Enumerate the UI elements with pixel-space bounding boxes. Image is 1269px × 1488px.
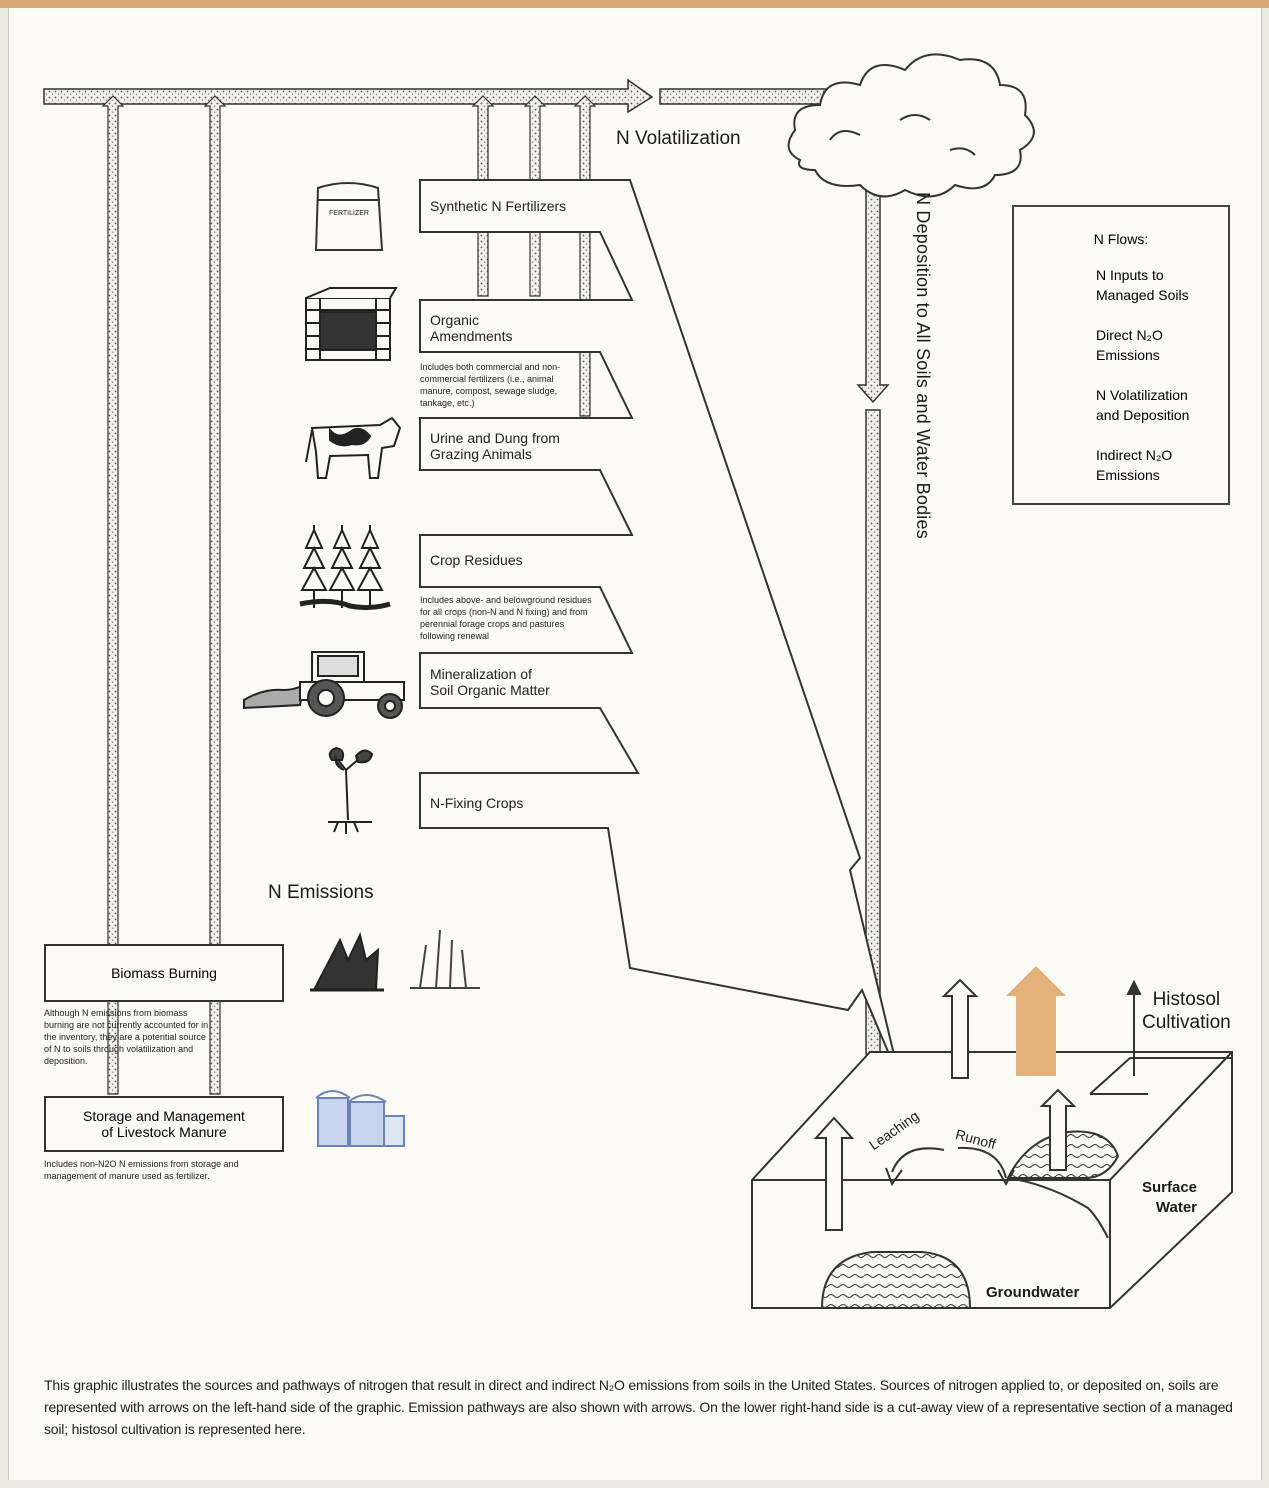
source-synthetic-fertilizers: Synthetic N Fertilizers xyxy=(430,198,567,214)
groundwater-label: Groundwater xyxy=(986,1284,1080,1301)
source-organic-amendments: Organic Amendments xyxy=(430,312,513,344)
source-mineralization: Mineralization of Soil Organic Matter xyxy=(430,666,550,698)
histosol-label: Histosol Cultivation xyxy=(1142,989,1231,1033)
top-border xyxy=(0,0,1269,8)
n-inputs-arrow xyxy=(419,179,901,1081)
direct-emission-arrow xyxy=(1006,966,1066,1076)
burning-vegetation-icon xyxy=(310,932,384,992)
n-volatilization-label: N Volatilization xyxy=(616,128,741,149)
source-urine-dung: Urine and Dung from Grazing Animals xyxy=(430,430,560,462)
legend: N Flows: N Inputs to Managed Soils Direc… xyxy=(1012,205,1230,505)
legend-item-indirect-n2o: Indirect N₂O Emissions xyxy=(1096,447,1173,483)
n-emissions-label: N Emissions xyxy=(268,882,374,903)
legend-item-n-inputs: N Inputs to Managed Soils xyxy=(1096,267,1189,303)
fertilizer-bag-icon xyxy=(314,182,384,251)
n-fixing-plant-icon xyxy=(328,746,374,834)
manure-storage-box: Storage and Management of Livestock Manu… xyxy=(44,1096,284,1152)
source-n-fixing-crops: N-Fixing Crops xyxy=(430,795,524,811)
crop-residue-icon xyxy=(299,525,391,611)
fertilizer-bag-label: FERTILIZER xyxy=(329,210,369,217)
indirect-emission-arrows xyxy=(813,978,1077,1231)
biomass-burning-box: Biomass Burning xyxy=(44,944,284,1002)
legend-item-volatilization: N Volatilization and Deposition xyxy=(1096,387,1190,423)
tractor-icon xyxy=(243,651,405,719)
manure-storage-note: Includes non-N2O N emissions from storag… xyxy=(44,1159,239,1181)
legend-item-direct-n2o: Direct N₂O Emissions xyxy=(1096,327,1163,363)
cloud-icon xyxy=(787,53,1035,198)
crop-residues-note: Includes above- and belowground residues… xyxy=(420,595,592,641)
compost-bin-icon xyxy=(305,287,398,361)
surface-water-label: Surface Water xyxy=(1142,1179,1198,1216)
source-crop-residues: Crop Residues xyxy=(430,552,523,568)
figure-caption: This graphic illustrates the sources and… xyxy=(44,1377,1233,1437)
leaching-runoff-arrows xyxy=(885,1146,1015,1187)
cow-icon xyxy=(305,416,402,479)
legend-title: N Flows: xyxy=(1093,231,1149,247)
organic-amendments-note: Includes both commercial and non-commerc… xyxy=(420,362,561,408)
manure-storage-icon xyxy=(315,1090,405,1147)
n-deposition-label: N Deposition to All Soils and Water Bodi… xyxy=(913,192,933,539)
volatilization-arrow xyxy=(43,78,890,404)
soil-block xyxy=(751,1051,1233,1309)
histosol-arrow xyxy=(1126,979,1142,1076)
burnt-grass-icon xyxy=(410,929,480,989)
biomass-burning-note: Although N emissions from biomass burnin… xyxy=(44,1008,209,1066)
